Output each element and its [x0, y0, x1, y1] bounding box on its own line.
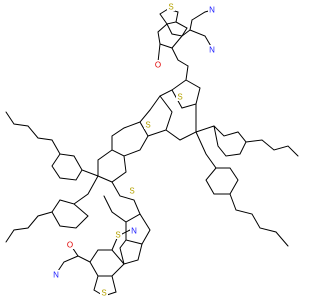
bond — [189, 29, 213, 49]
nitrogen-atom-label: N — [208, 45, 216, 55]
svg-text:S: S — [101, 289, 106, 298]
bond — [195, 131, 239, 195]
svg-text:O: O — [67, 241, 73, 250]
svg-text:S: S — [177, 93, 182, 102]
sulfur-atom-label: S — [167, 2, 175, 12]
svg-text:N: N — [209, 46, 215, 55]
svg-text:S: S — [115, 231, 120, 240]
molecule-structure-diagram: S N N O S S S S — [5, 2, 299, 298]
sulfur-atom-label: S — [128, 186, 136, 196]
oxygen-atom-label: O — [154, 60, 162, 70]
sulfur-atom-label: S — [144, 120, 152, 130]
bond — [245, 139, 299, 157]
bond — [97, 149, 127, 183]
bond — [157, 43, 161, 63]
bond — [195, 125, 247, 157]
svg-text:N: N — [53, 271, 59, 280]
bond — [5, 211, 53, 243]
svg-text:S: S — [168, 3, 173, 12]
svg-text:S: S — [145, 121, 150, 130]
bond — [171, 47, 189, 67]
nitrogen-atom-label: N — [52, 270, 60, 280]
bond — [139, 95, 173, 137]
bond — [51, 153, 99, 181]
bond — [165, 103, 197, 141]
sulfur-atom-label: S — [176, 92, 184, 102]
oxygen-atom-label: O — [66, 240, 74, 250]
nitrogen-atom-label: N — [130, 226, 138, 236]
bond-layer — [5, 8, 299, 297]
bond — [51, 175, 99, 229]
bond — [229, 193, 289, 247]
svg-text:N: N — [131, 227, 137, 236]
bond — [159, 8, 179, 25]
sulfur-atom-label: S — [100, 288, 108, 298]
svg-text:S: S — [129, 187, 134, 196]
bond — [5, 111, 61, 155]
bond — [89, 249, 125, 277]
svg-text:N: N — [209, 6, 215, 15]
nitrogen-atom-label: N — [208, 5, 216, 15]
svg-text:O: O — [155, 61, 161, 70]
bond — [149, 65, 189, 111]
molecule-svg: S N N O S S S S — [5, 2, 299, 298]
sulfur-atom-label: S — [114, 230, 122, 240]
bond — [157, 23, 183, 49]
atom-label-layer: S N N O S S S S — [52, 2, 216, 298]
